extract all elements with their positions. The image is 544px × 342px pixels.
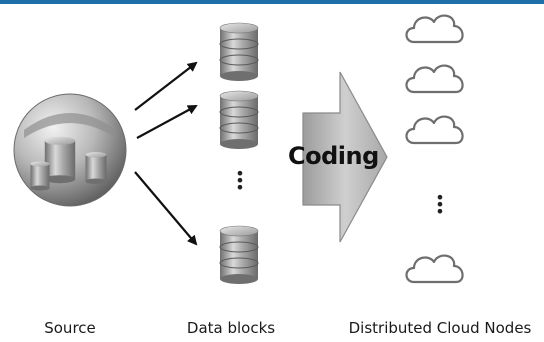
data-block-cylinder-2 bbox=[219, 90, 259, 150]
coding-arrow bbox=[302, 71, 388, 243]
data-block-cylinder-n bbox=[219, 225, 259, 285]
cloud-node-n bbox=[405, 254, 464, 284]
source-database-icon bbox=[13, 93, 127, 207]
source-label: Source bbox=[44, 319, 96, 337]
cloud-node-1 bbox=[405, 14, 464, 44]
arrow-to-block-1 bbox=[134, 61, 198, 111]
cloud-nodes-label: Distributed Cloud Nodes bbox=[348, 319, 532, 337]
data-blocks-label: Data blocks bbox=[186, 319, 276, 337]
top-bar bbox=[0, 0, 544, 4]
cloud-node-3 bbox=[405, 115, 464, 145]
arrow-to-block-2 bbox=[136, 105, 198, 139]
cloud-nodes-ellipsis: ••• bbox=[435, 188, 445, 221]
cloud-node-2 bbox=[405, 64, 464, 94]
data-blocks-ellipsis: ••• bbox=[235, 164, 245, 197]
arrow-to-block-n bbox=[134, 171, 198, 246]
coding-label: Coding bbox=[288, 142, 379, 170]
data-block-cylinder-1 bbox=[219, 22, 259, 82]
